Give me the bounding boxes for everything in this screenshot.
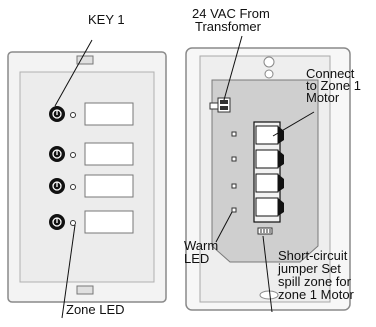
jumper-label-line-1: Short-circuit — [278, 248, 348, 263]
key-3 — [49, 174, 134, 198]
label-slot — [84, 174, 134, 198]
jumper-label-line-3: spill zone for — [278, 274, 351, 289]
screw-icon — [76, 55, 94, 65]
zone-led-icon — [70, 152, 76, 158]
jumper-label-line-2: jumper Set — [278, 261, 341, 276]
controller-panel — [185, 35, 351, 313]
connect-label-line-1: Connect — [306, 66, 355, 81]
board-led-icon — [231, 183, 237, 189]
keypad-panel — [7, 39, 167, 319]
mounting-slot-icon — [259, 290, 279, 300]
power-label-line-2: Transfomer — [195, 19, 261, 34]
label-slot — [84, 210, 134, 234]
zone-led-icon — [70, 220, 76, 226]
key-4 — [49, 210, 134, 234]
power-label-line-1: 24 VAC From — [192, 6, 270, 21]
warm-led-leader-line — [215, 211, 233, 243]
connect-leader-line — [272, 111, 315, 137]
key-1-label: KEY 1 — [88, 12, 125, 27]
label-slot — [84, 102, 134, 126]
mounting-hole-icon — [263, 56, 275, 68]
zone-led-icon — [70, 112, 76, 118]
key-2 — [49, 142, 134, 166]
jumper-label-line-4: zone 1 Motor — [278, 287, 354, 302]
warm-led-label-line-2: LED — [184, 251, 210, 266]
screw-icon — [76, 285, 94, 295]
zone-led-leader-line — [61, 224, 76, 319]
power-terminal-icon — [209, 97, 231, 113]
label-slot — [84, 142, 134, 166]
zone-led-icon — [70, 184, 76, 190]
jumper-leader-line — [262, 235, 273, 313]
board-led-icon — [231, 156, 237, 162]
mounting-hole-icon — [264, 69, 274, 79]
board-led-icon — [231, 131, 237, 137]
motor-connector-block — [253, 121, 284, 223]
connect-label-line-3: Motor — [306, 90, 340, 105]
jumper-icon — [257, 227, 273, 235]
key-1 — [49, 102, 134, 126]
zone-led-label: Zone LED — [66, 302, 125, 317]
key-1-leader-line — [54, 39, 93, 107]
warm-led-icon — [231, 207, 237, 213]
connect-label-line-2: to Zone 1 — [306, 78, 361, 93]
warm-led-label-line-1: Warm — [184, 238, 219, 253]
power-leader-line — [223, 35, 243, 101]
